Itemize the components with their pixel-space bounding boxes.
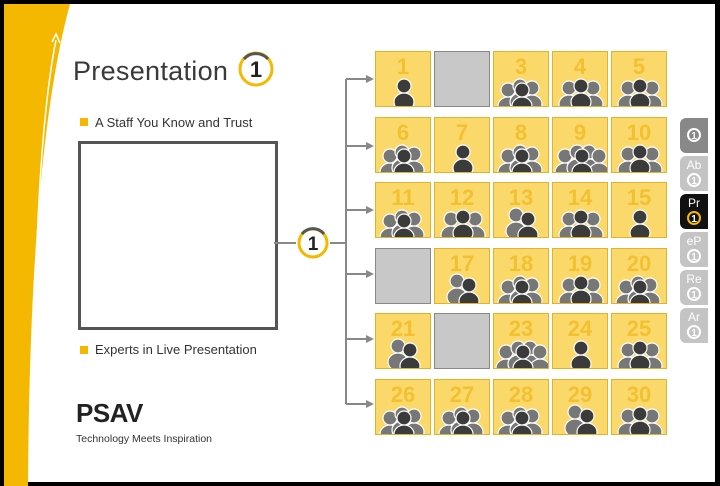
tile-number: 17	[449, 250, 475, 276]
side-tab-label: Pr	[688, 196, 700, 210]
staff-tile[interactable]: 11	[375, 182, 431, 238]
one-badge-icon: 1	[687, 173, 701, 187]
tile-number: 15	[626, 185, 652, 210]
staff-tile[interactable]: 8	[493, 116, 549, 173]
one-badge-icon: 1	[687, 325, 701, 339]
staff-tile[interactable]: 1	[375, 51, 431, 107]
tile-number: 13	[508, 185, 534, 210]
tile-number: 25	[626, 316, 652, 341]
side-tab-label: Ab	[686, 158, 702, 172]
empty-tile[interactable]	[434, 313, 490, 369]
tile-number: 19	[567, 250, 593, 276]
tile-number: 21	[390, 316, 416, 341]
tile-number: 23	[508, 316, 534, 341]
side-tab-label: Re	[686, 272, 702, 286]
tile-number: 24	[567, 316, 593, 341]
tile-number: 8	[514, 119, 528, 145]
staff-tile[interactable]: 25	[611, 313, 667, 369]
tile-number: 9	[573, 119, 587, 145]
tile-number: 26	[390, 381, 416, 407]
tile-number: 20	[626, 250, 652, 276]
side-tab-label: eP	[686, 234, 702, 248]
tile-number: 28	[508, 381, 534, 407]
tile-number: 3	[514, 54, 528, 79]
bullet-marker	[80, 346, 88, 354]
tile-number: 10	[626, 119, 652, 145]
tile-number: 11	[391, 185, 415, 210]
psav-logo: PSAV	[76, 398, 143, 428]
tile-number: 7	[455, 119, 469, 145]
staff-tile[interactable]: 24	[552, 313, 608, 369]
tile-number: 29	[567, 381, 593, 407]
staff-tile[interactable]: 14	[552, 182, 608, 238]
one-badge-icon: 1	[687, 211, 701, 225]
logo-tagline: Technology Meets Inspiration	[76, 433, 212, 445]
svg-text:1: 1	[250, 57, 262, 82]
tile-number: 14	[567, 185, 593, 210]
staff-tile[interactable]: 28	[493, 378, 549, 435]
tile-number: 27	[449, 381, 475, 407]
one-badge-icon: 1	[238, 51, 274, 87]
bullet-text-experts: Experts in Live Presentation	[95, 342, 257, 357]
one-badge-icon: 1	[687, 128, 701, 142]
empty-tile[interactable]	[375, 247, 431, 304]
tile-number: 6	[396, 119, 410, 145]
tile-number: 4	[573, 54, 587, 79]
staff-tile[interactable]: 3	[493, 51, 549, 107]
staff-tile[interactable]: 21	[375, 313, 431, 369]
one-badge-icon: 1	[687, 287, 701, 301]
staff-tile[interactable]: 9	[552, 116, 608, 173]
staff-tile[interactable]: 12	[434, 182, 490, 238]
one-badge-icon: 1	[687, 249, 701, 263]
tile-number: 5	[632, 54, 646, 79]
tile-number: 18	[508, 250, 534, 276]
staff-tile[interactable]: 23	[493, 313, 549, 369]
tile-number: 30	[626, 381, 652, 407]
svg-text:1: 1	[308, 234, 319, 255]
staff-tile[interactable]: 20	[611, 247, 667, 304]
staff-tile[interactable]: 7	[434, 116, 490, 173]
hub-one-badge-icon[interactable]: 1	[296, 226, 330, 260]
staff-tile[interactable]: 15	[611, 182, 667, 238]
side-tab-label: Ar	[688, 310, 700, 324]
staff-tile[interactable]: 26	[375, 378, 431, 435]
staff-tile[interactable]: 19	[552, 247, 608, 304]
bullet-marker	[80, 118, 88, 126]
staff-tile[interactable]: 6	[375, 116, 431, 173]
bullet-text-staff: A Staff You Know and Trust	[95, 115, 253, 130]
page-title: Presentation	[73, 56, 229, 86]
side-tab[interactable]: 1	[680, 118, 708, 153]
tile-number: 1	[396, 54, 410, 79]
photo-placeholder	[78, 141, 278, 330]
staff-tile[interactable]: 30	[611, 378, 667, 435]
staff-tile[interactable]: 10	[611, 116, 667, 173]
staff-tile[interactable]: 29	[552, 378, 608, 435]
staff-tile[interactable]: 13	[493, 182, 549, 238]
staff-tile[interactable]: 27	[434, 378, 490, 435]
tile-number: 12	[449, 185, 475, 210]
staff-tile[interactable]: 18	[493, 247, 549, 304]
staff-tile[interactable]: 5	[611, 51, 667, 107]
staff-tile[interactable]: 4	[552, 51, 608, 107]
staff-tile[interactable]: 17	[434, 247, 490, 304]
empty-tile[interactable]	[434, 51, 490, 107]
